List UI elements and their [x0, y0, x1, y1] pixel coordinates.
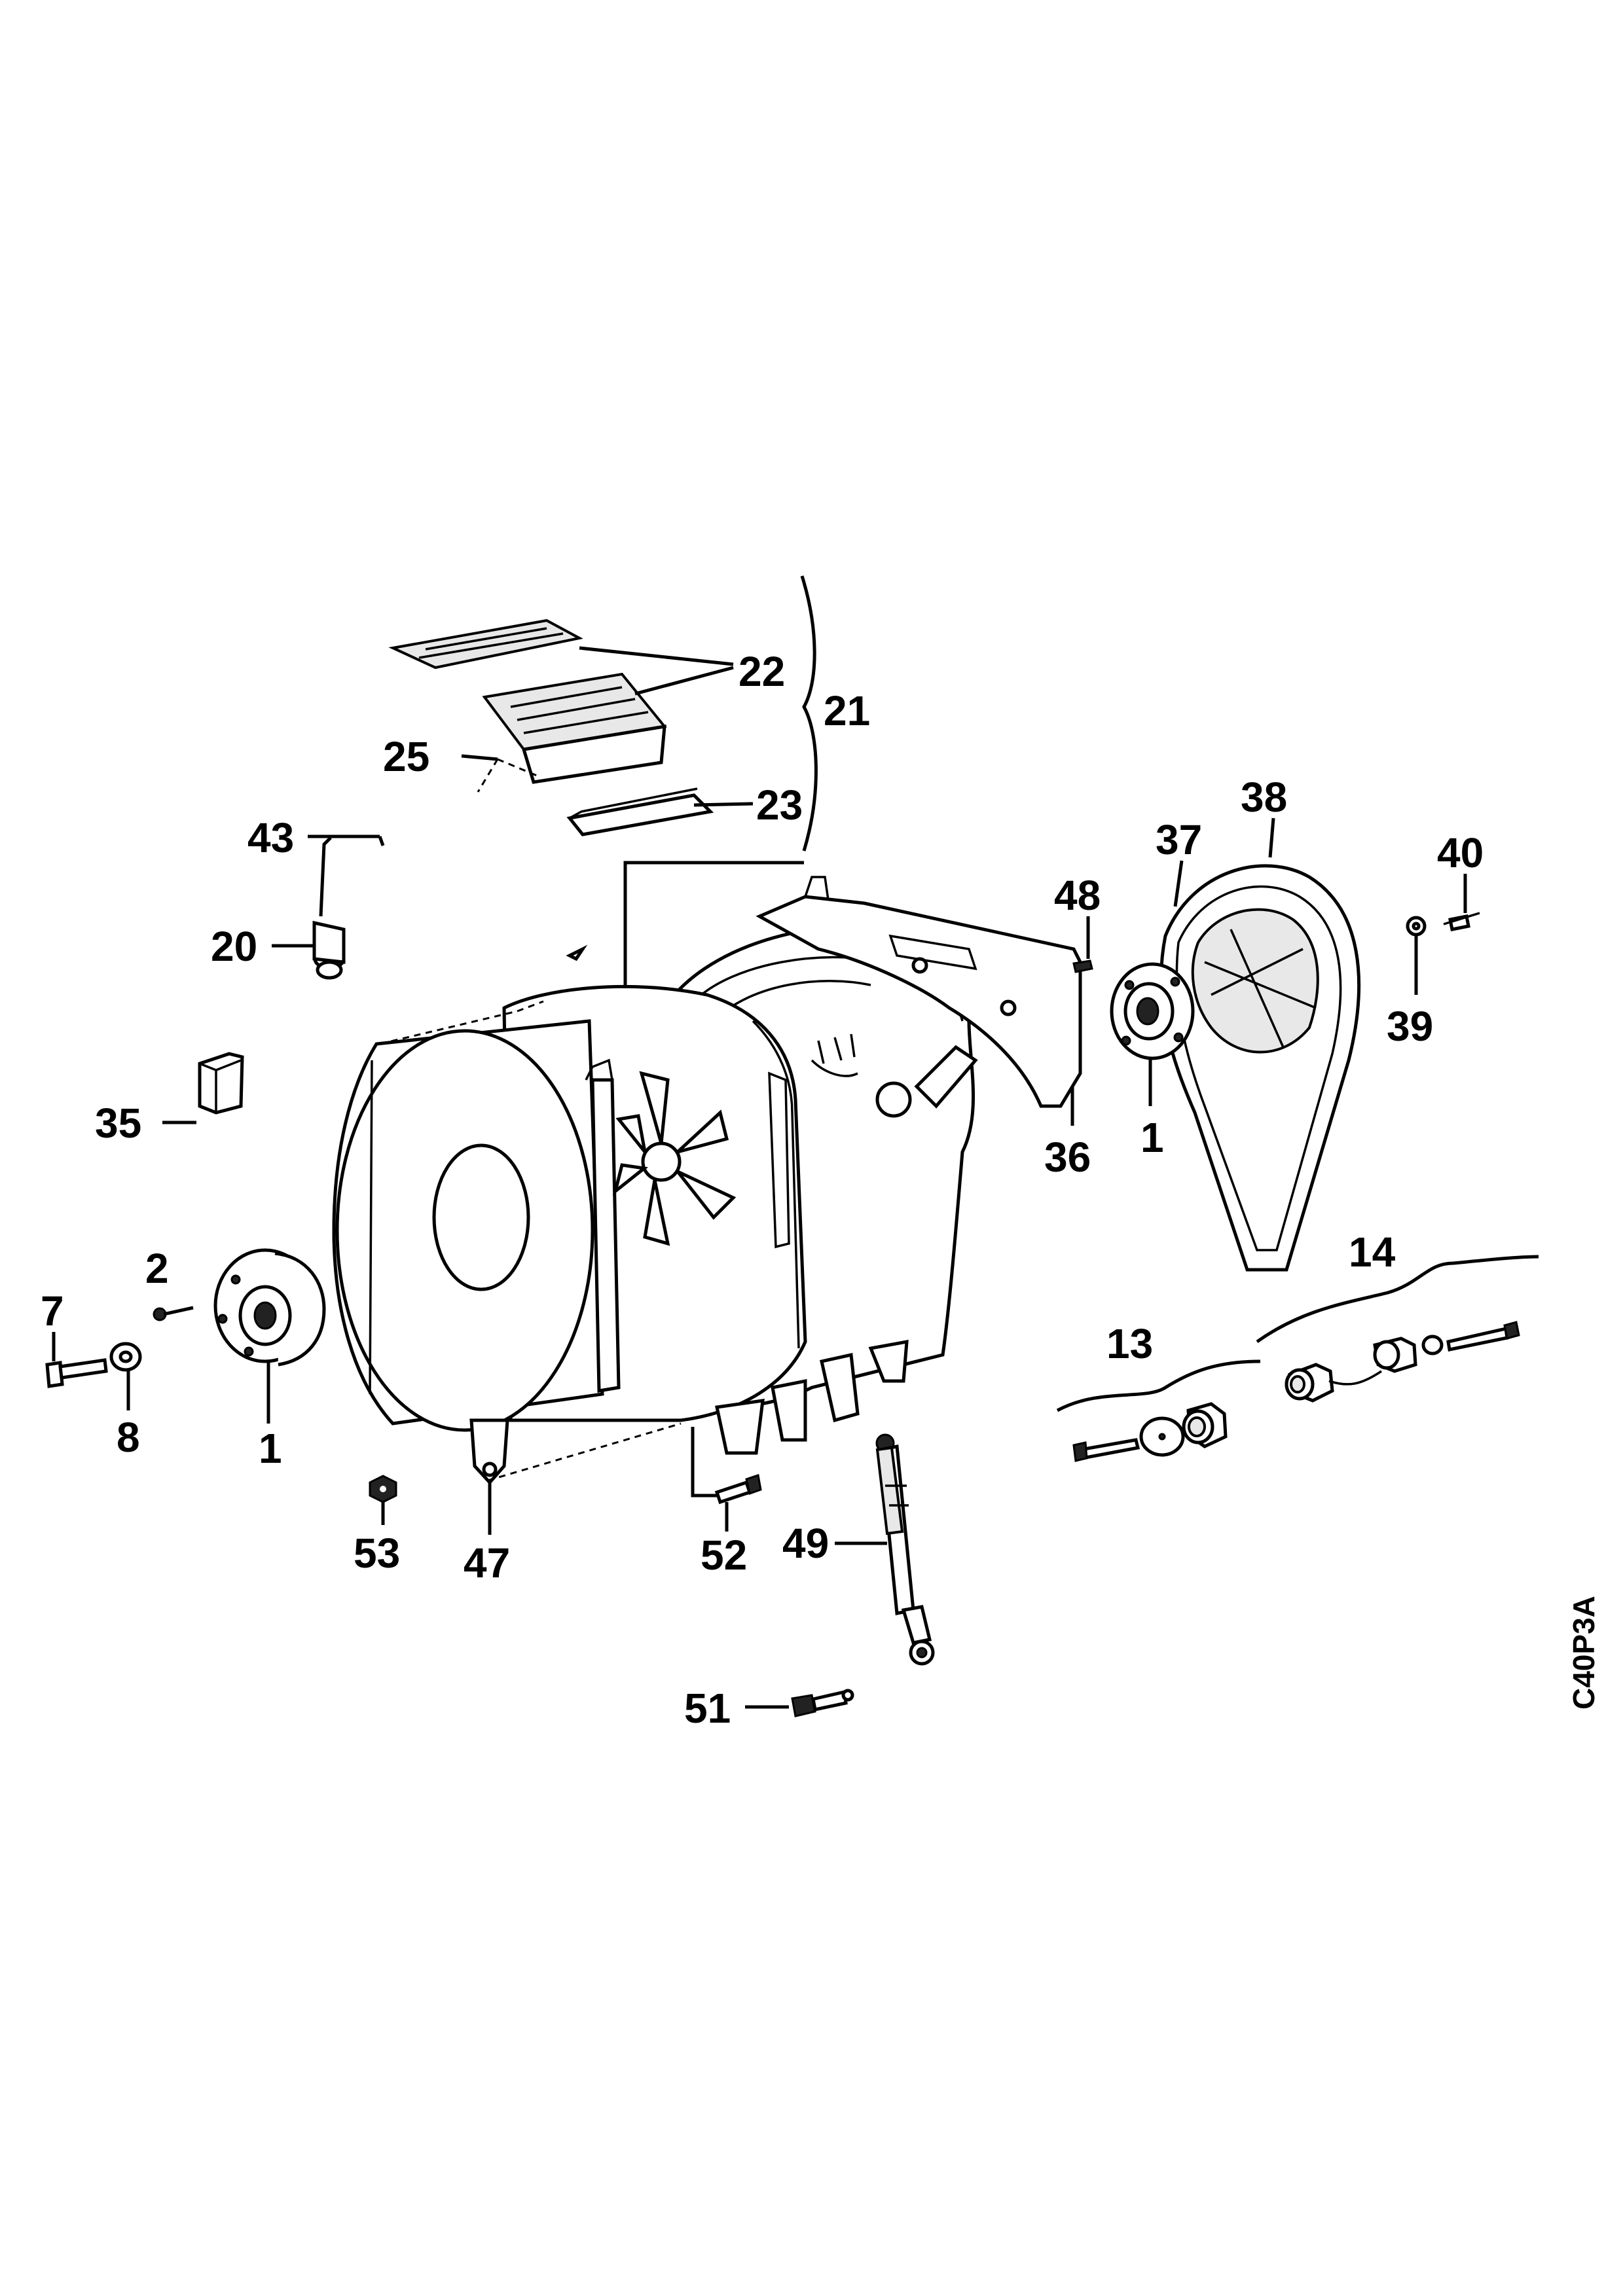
- label-37: 37: [1156, 816, 1202, 863]
- pin-51: [745, 1689, 854, 1717]
- shock-absorber-49: [835, 1433, 935, 1666]
- label-35: 35: [95, 1100, 141, 1147]
- diagram-code: C40P3A: [1567, 1596, 1601, 1710]
- nut-53: [369, 1475, 397, 1525]
- label-1-right: 1: [1140, 1114, 1164, 1161]
- label-49: 49: [782, 1520, 829, 1567]
- bolt-40: [1406, 874, 1480, 995]
- label-38: 38: [1241, 774, 1287, 821]
- label-51: 51: [684, 1685, 731, 1732]
- label-23: 23: [756, 781, 803, 829]
- label-1-left: 1: [259, 1425, 282, 1472]
- part-labels: 22 21 25 23 43 20 35 2 7 8 1 53 47 52 49…: [41, 648, 1601, 1732]
- label-40: 40: [1437, 829, 1484, 876]
- washer-8: [109, 1342, 142, 1410]
- label-13: 13: [1106, 1320, 1153, 1367]
- label-2: 2: [145, 1245, 169, 1292]
- label-48: 48: [1054, 872, 1101, 919]
- screw-2: [153, 1306, 194, 1321]
- label-14: 14: [1349, 1229, 1396, 1276]
- screw-48: [1072, 916, 1093, 973]
- label-43: 43: [247, 814, 294, 861]
- bearing-left: [213, 1248, 326, 1424]
- label-47: 47: [464, 1539, 510, 1587]
- label-39: 39: [1387, 1003, 1433, 1050]
- label-22: 22: [739, 648, 785, 695]
- label-20: 20: [211, 923, 257, 970]
- label-53: 53: [354, 1530, 400, 1577]
- bolt-7: [45, 1332, 108, 1388]
- label-21: 21: [824, 687, 870, 734]
- pulley-assembly: [1070, 817, 1361, 1272]
- pin-43: [308, 834, 385, 846]
- drum-spider: [612, 1071, 737, 1246]
- label-7: 7: [41, 1287, 64, 1335]
- block-35: [162, 1052, 244, 1124]
- label-8: 8: [117, 1414, 140, 1461]
- filter-assembly: [388, 575, 818, 988]
- group-14: [1256, 1255, 1539, 1403]
- bolt-52: [691, 1427, 762, 1532]
- label-52: 52: [701, 1532, 747, 1579]
- spring-20: [272, 836, 346, 980]
- label-36: 36: [1044, 1134, 1091, 1181]
- tub-assembly: [332, 876, 1082, 1485]
- label-25: 25: [383, 733, 429, 780]
- group-13: [1056, 1359, 1261, 1462]
